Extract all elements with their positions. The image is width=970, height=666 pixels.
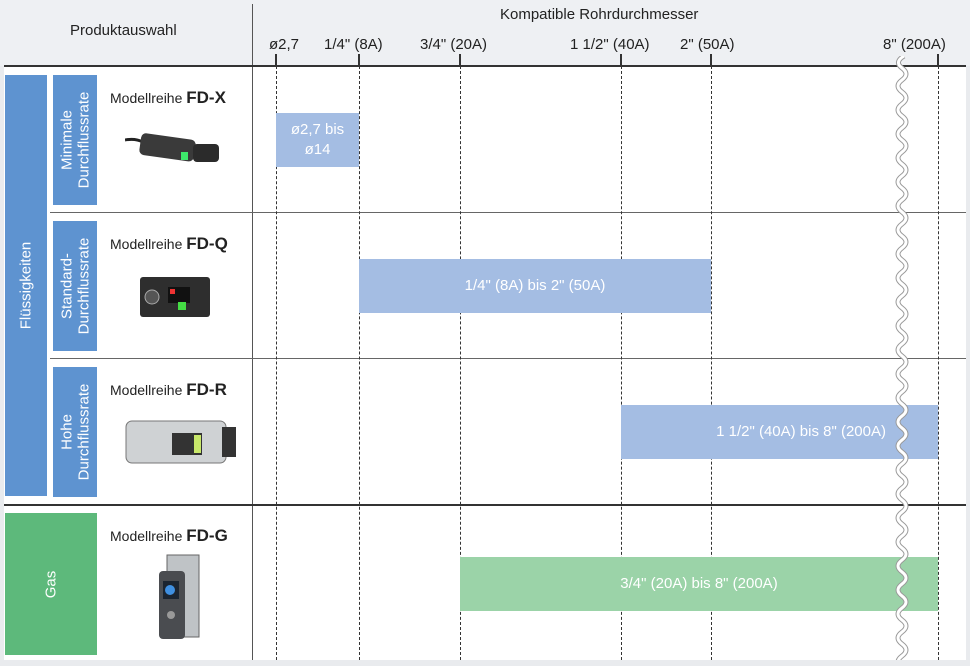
header-pipe-diameters: Kompatible Rohrdurchmesser: [500, 6, 699, 23]
flow-label: Minimale Durchflussrate: [53, 75, 97, 205]
tick-label: 3/4" (20A): [420, 36, 488, 53]
tick-label: 1/4" (8A): [324, 36, 383, 53]
header: [0, 0, 970, 66]
model-series: Modellreihe FD-X: [110, 88, 226, 107]
range-bar-fd-x: ø2,7 bis ø14: [276, 113, 359, 167]
category-liquids: Flüssigkeiten: [5, 75, 47, 496]
gridline: [359, 66, 360, 660]
tick: [459, 54, 461, 66]
category-gas: Gas: [5, 513, 97, 655]
model-series: Modellreihe FD-Q: [110, 234, 228, 253]
tick: [937, 54, 939, 66]
gridline: [276, 66, 277, 660]
model-series: Modellreihe FD-G: [110, 526, 228, 545]
range-bar-fd-g: 3/4" (20A) bis 8" (200A): [460, 557, 938, 611]
range-bar-fd-q: 1/4" (8A) bis 2" (50A): [359, 259, 711, 313]
fd-g-product-image: [159, 554, 200, 639]
flow-label: Hohe Durchflussrate: [53, 367, 97, 497]
flow-label: Standard-Durchflussrate: [53, 221, 97, 351]
axis-break-icon: [895, 56, 909, 660]
fd-q-product-image: [140, 277, 210, 317]
fd-x-product-image: [125, 133, 219, 162]
gridline: [460, 66, 461, 660]
tick: [358, 54, 360, 66]
gridline: [621, 66, 622, 660]
header-product-selection: Produktauswahl: [70, 22, 177, 39]
category-divider: [4, 504, 966, 506]
tick-label: ø2,7: [269, 36, 300, 53]
header-divider: [4, 65, 966, 67]
row-divider: [50, 358, 966, 359]
model-series: Modellreihe FD-R: [110, 380, 227, 399]
gridline: [711, 66, 712, 660]
fd-r-product-image: [125, 420, 236, 464]
tick-label: 8" (200A): [883, 36, 946, 53]
tick: [620, 54, 622, 66]
row-divider: [50, 212, 966, 213]
tick: [710, 54, 712, 66]
column-divider: [252, 4, 253, 660]
chart-panel: [4, 4, 966, 660]
gridline: [938, 66, 939, 660]
tick-label: 2" (50A): [680, 36, 735, 53]
range-bar-fd-r: 1 1/2" (40A) bis 8" (200A): [621, 405, 938, 459]
tick: [275, 54, 277, 66]
tick-label: 1 1/2" (40A): [570, 36, 650, 53]
